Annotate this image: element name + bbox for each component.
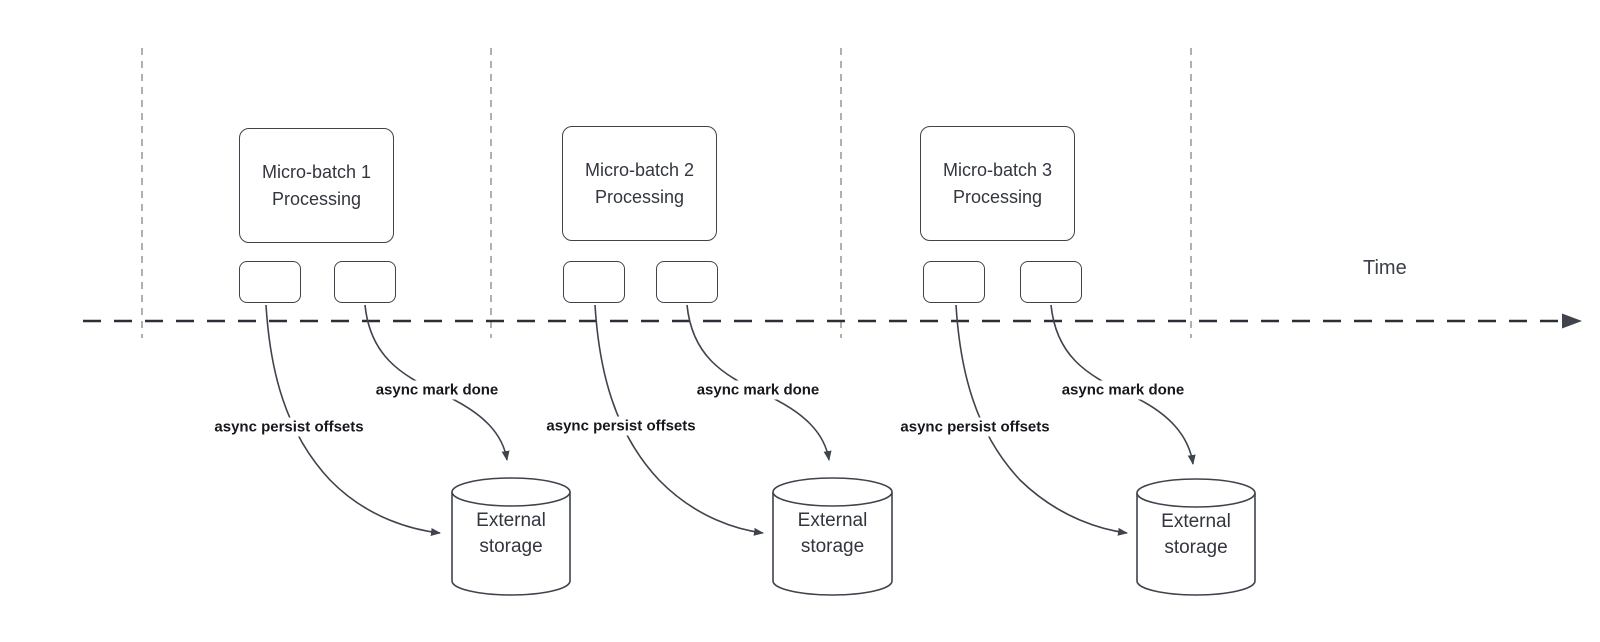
- async-mark-done-label-1: async mark done: [371, 380, 503, 400]
- external-storage-label-2: External storage: [797, 510, 868, 557]
- micro-batch-2-processing-box: Micro-batch 2 Processing: [562, 126, 717, 241]
- async-persist-offsets-label-3: async persist offsets: [896, 417, 1054, 437]
- micro-batch-1-processing-box: Micro-batch 1 Processing: [239, 128, 394, 243]
- async-mark-done-label-2: async mark done: [692, 380, 824, 400]
- async-persist-offsets-label-2: async persist offsets: [542, 416, 700, 436]
- time-axis-label: Time: [1363, 257, 1407, 279]
- micro-batch-2-title: Micro-batch 2: [584, 159, 695, 180]
- micro-batch-3-title: Micro-batch 3: [942, 159, 1053, 180]
- persist-task-box-1: [239, 261, 301, 303]
- external-storage-cylinder-2: [772, 477, 893, 596]
- micro-batch-3-subtitle: Processing: [952, 186, 1043, 207]
- done-task-box-2: [656, 261, 718, 303]
- micro-batch-3-processing-box: Micro-batch 3 Processing: [920, 126, 1075, 241]
- micro-batch-2-subtitle: Processing: [594, 186, 685, 207]
- done-task-box-3: [1020, 261, 1082, 303]
- persist-task-box-2: [563, 261, 625, 303]
- micro-batch-1-subtitle: Processing: [271, 188, 362, 209]
- done-task-box-1: [334, 261, 396, 303]
- async-persist-offsets-arrow-1: [265, 304, 441, 536]
- external-storage-cylinder-1: [451, 477, 571, 596]
- time-axis-arrowhead: [1562, 313, 1582, 329]
- external-storage-cylinder-3: [1136, 478, 1256, 596]
- async-persist-offsets-arrow-3: [955, 304, 1128, 536]
- persist-task-box-3: [923, 261, 985, 303]
- external-storage-label-3: External storage: [1161, 511, 1231, 558]
- async-persist-offsets-arrow-2: [594, 304, 764, 536]
- micro-batch-1-title: Micro-batch 1: [261, 161, 372, 182]
- external-storage-label-1: External storage: [476, 510, 546, 557]
- async-persist-offsets-label-1: async persist offsets: [210, 417, 368, 437]
- async-mark-done-label-3: async mark done: [1057, 380, 1189, 400]
